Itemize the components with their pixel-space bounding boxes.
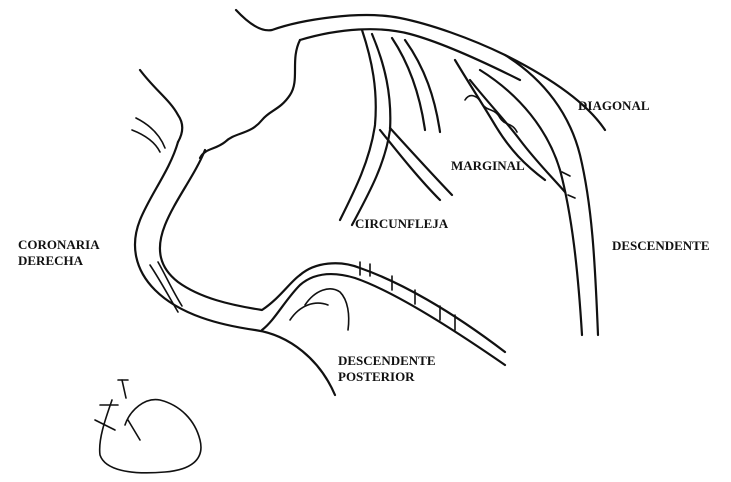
label-marginal: MARGINAL	[451, 158, 525, 174]
circumflex-branch-2	[390, 128, 452, 195]
atrial-appendage-outline	[200, 40, 300, 158]
label-desc-post-line-2: POSTERIOR	[338, 369, 436, 385]
descending-tick	[568, 195, 575, 198]
aortic-root-outline	[236, 10, 605, 130]
descending-tick	[562, 172, 570, 176]
label-coronaria-line-2: DERECHA	[18, 253, 100, 269]
posterior-descending-inner	[300, 263, 505, 352]
descending-outer	[505, 55, 598, 335]
label-coronaria-derecha: CORONARIA DERECHA	[18, 237, 100, 269]
circumflex-branch	[380, 130, 440, 200]
pda-branch-loop-2	[290, 303, 328, 320]
label-desc-post-line-1: DESCENDENTE	[338, 353, 436, 369]
label-coronaria-line-1: CORONARIA	[18, 237, 100, 253]
label-descendente: DESCENDENTE	[612, 238, 710, 254]
pda-branch-loop	[305, 289, 349, 330]
label-circunfleja: CIRCUNFLEJA	[355, 216, 448, 232]
label-descendente-posterior: DESCENDENTE POSTERIOR	[338, 353, 436, 385]
heart-icon	[95, 380, 201, 473]
pulmonary-outline	[140, 70, 182, 142]
label-diagonal: DIAGONAL	[578, 98, 650, 114]
posterior-descending-outer	[262, 274, 505, 365]
marginal-outer	[392, 38, 425, 130]
right-coronary-inner	[160, 150, 300, 310]
